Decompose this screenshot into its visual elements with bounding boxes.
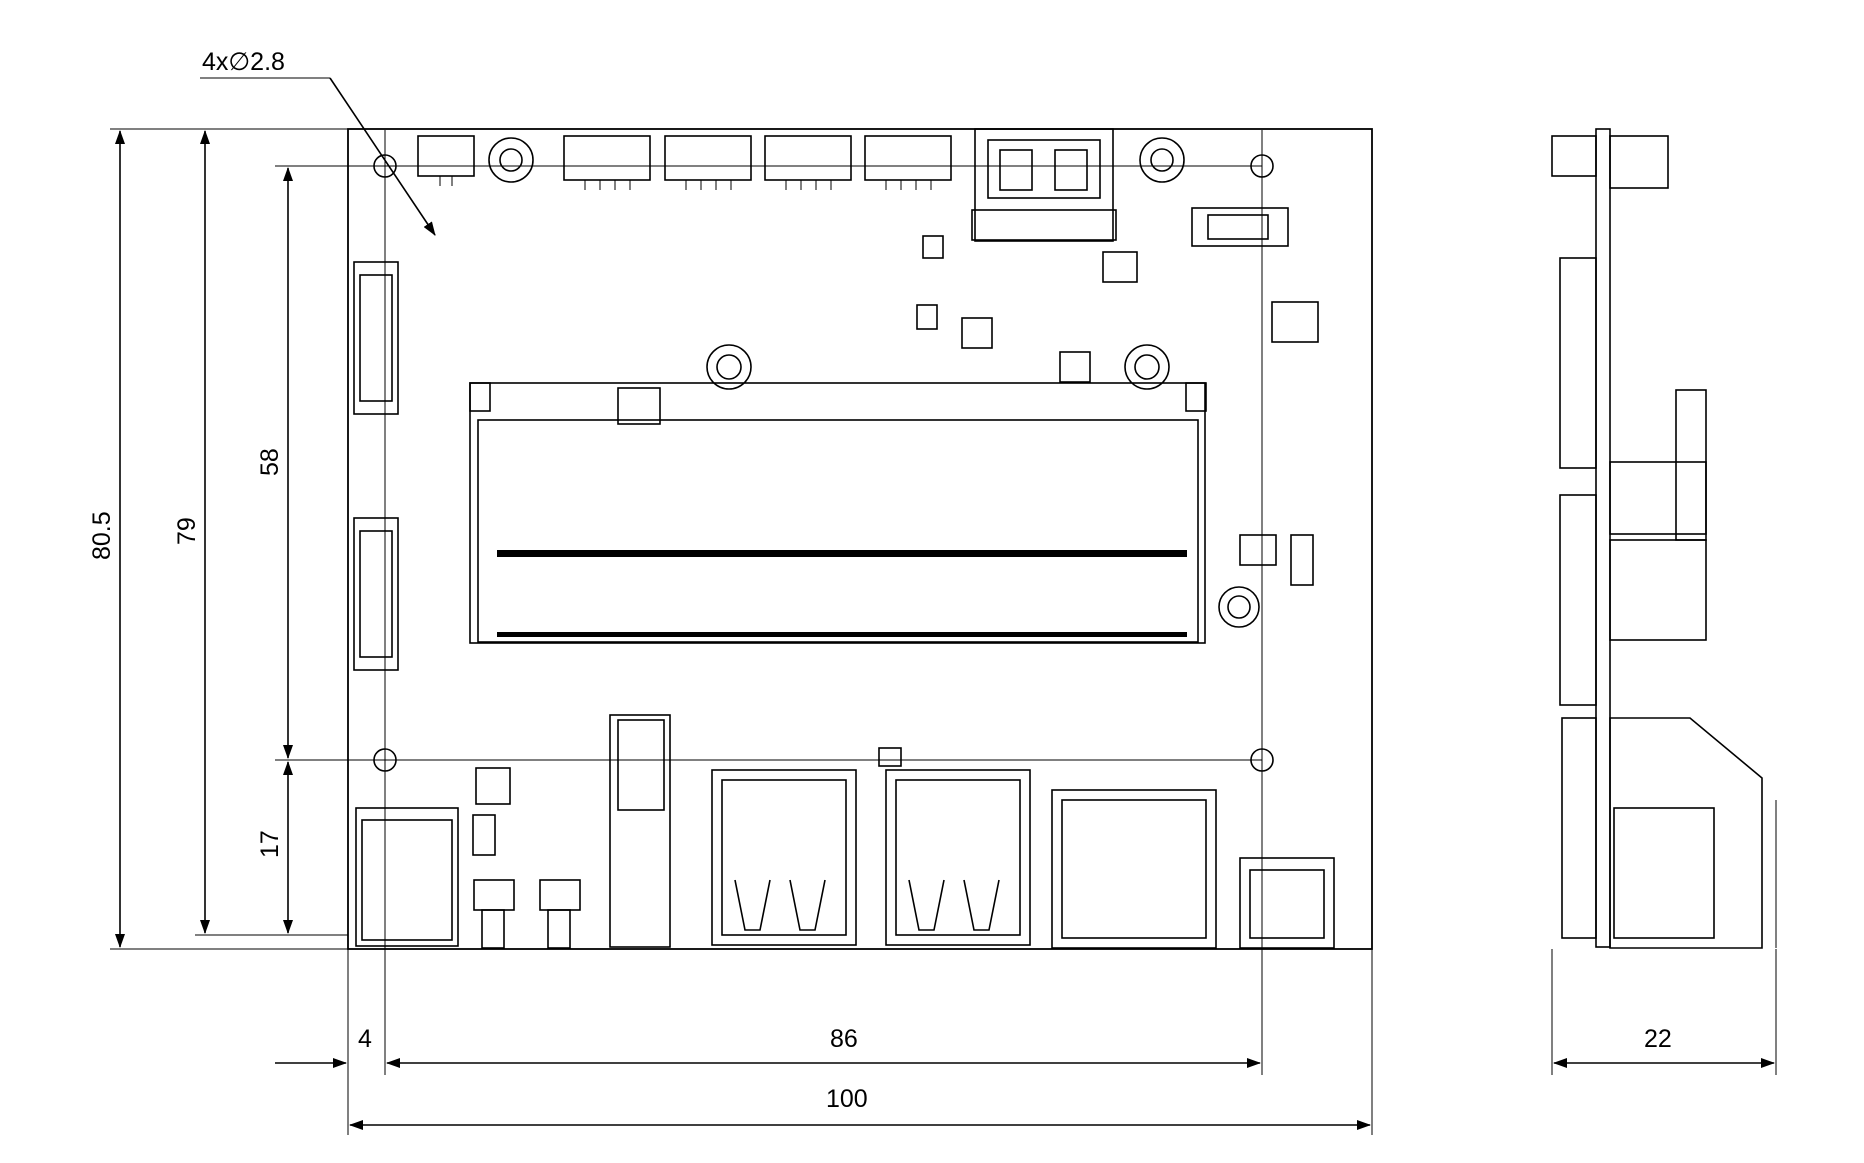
side-view	[1551, 128, 1777, 949]
board-components	[472, 235, 1319, 856]
side-pcb	[1595, 128, 1611, 948]
mounting-hole	[1250, 748, 1274, 772]
dim-height-total: 80.5	[88, 511, 116, 560]
fpc-connectors	[353, 261, 399, 671]
dim-thickness: 22	[1644, 1025, 1672, 1053]
dim-width-total: 100	[826, 1085, 868, 1113]
mounting-hole	[373, 748, 397, 772]
sodimm-slot	[469, 382, 1207, 644]
board-outline	[347, 128, 1373, 950]
dim-height-lower: 17	[256, 830, 284, 858]
bottom-io-connectors	[355, 714, 1335, 949]
dimension-lines	[110, 77, 1777, 1135]
mounting-hole	[1250, 154, 1274, 178]
hole-callout-label: 4x∅2.8	[202, 48, 285, 76]
dim-width-offset: 4	[358, 1025, 372, 1053]
dim-width-mount: 86	[830, 1025, 858, 1053]
top-connectors	[417, 128, 1289, 247]
dim-height-mount: 79	[173, 517, 201, 545]
top-view	[275, 128, 1373, 1075]
dim-height-upper: 58	[256, 448, 284, 476]
